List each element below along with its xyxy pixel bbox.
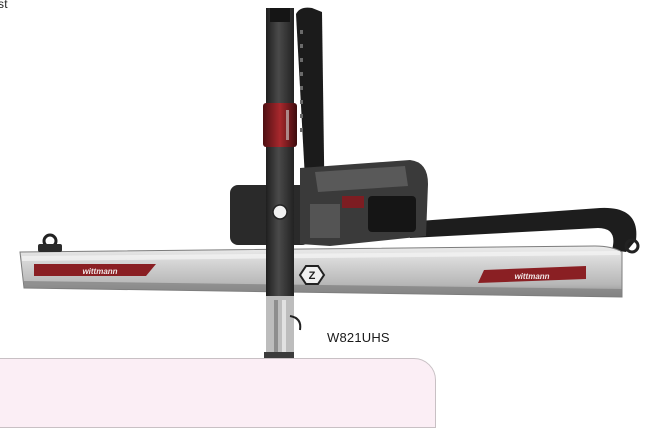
corner-text-fragment: st bbox=[0, 0, 8, 11]
axis-badge-beam: Z bbox=[298, 265, 326, 285]
beam-logo-left: wittmann bbox=[82, 267, 117, 276]
axis-badge-mast bbox=[272, 204, 288, 220]
beam-stripe-right bbox=[478, 266, 586, 283]
axis-badge-letter: Z bbox=[309, 270, 316, 282]
beam-logo-right: wittmann bbox=[514, 272, 549, 281]
carriage-motor-block bbox=[230, 160, 428, 246]
robot-photo: Z wittmann wittmann bbox=[19, 7, 640, 406]
model-caption: W821UHS bbox=[327, 330, 390, 345]
vertical-axis-mast bbox=[263, 8, 297, 356]
horizontal-cable-chain bbox=[405, 207, 637, 252]
info-panel bbox=[0, 358, 436, 428]
beam-stripe-left bbox=[34, 264, 156, 276]
